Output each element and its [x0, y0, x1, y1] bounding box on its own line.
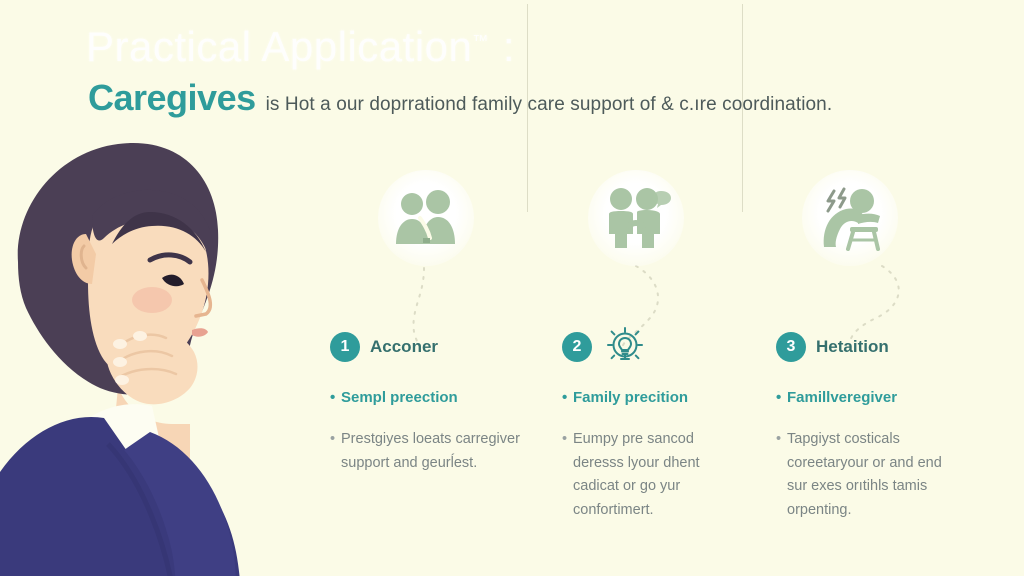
page-title-lead: Caregives: [88, 77, 256, 118]
step-bullets-3: • Famillveregiver • Tapgiyst costicals c…: [776, 386, 956, 522]
eyebrow-title-text: Practical Application: [86, 23, 473, 70]
step-title-3: Hetaition: [816, 337, 889, 356]
page-title: Caregives is Hot a our doprrationd family…: [88, 80, 832, 116]
bullet-item: • Eumpy pre sancod deresss lyour dhent c…: [562, 428, 742, 522]
bullet-text: Sempl preection: [341, 389, 458, 406]
bullet-item: • Sempl preection: [330, 386, 528, 410]
bullet-dot-icon: •: [776, 389, 782, 406]
bullet-item: • Famillveregiver: [776, 386, 956, 410]
eyebrow-title: Practical Application™:: [86, 23, 515, 71]
step-header-3: 3 Hetaition: [776, 330, 956, 364]
bullet-text: Famillveregiver: [787, 389, 898, 406]
woman-profile-illustration: [0, 143, 240, 576]
bullet-item: • Tapgiyst costicals coreetaryour or and…: [776, 428, 956, 522]
bullet-item: • Prestgiyes loeats carregiver support a…: [330, 428, 528, 475]
icon-badge-1: [378, 170, 474, 266]
step-column-2: 2: [544, 327, 758, 560]
icon-badge-3: [802, 170, 898, 266]
step-bullets-2: • Family precition • Eumpy pre sancod de…: [562, 386, 742, 522]
person-resting-stool-icon: [823, 187, 880, 251]
bullet-text: Prestgiyes loeats carregiver support and…: [341, 431, 520, 471]
bullet-dot-icon: •: [562, 431, 568, 448]
step-column-3: 3 Hetaition • Famillveregiver • Tapgiyst…: [758, 330, 972, 560]
bullet-dot-icon: •: [562, 389, 568, 406]
step-column-1: 1 Acconer • Sempl preection • Prestgiyes…: [330, 330, 544, 560]
step-header-2: 2: [562, 327, 742, 364]
two-people-icon: [396, 190, 455, 244]
step-number-badge-2: 2: [562, 332, 592, 362]
bullet-text: Tapgiyst costicals coreetaryour or and e…: [787, 431, 942, 518]
page-title-subtext: is Hot a our doprrationd family care sup…: [265, 94, 833, 115]
bullet-dot-icon: •: [330, 431, 336, 448]
step-header-1: 1 Acconer: [330, 330, 528, 364]
bullet-dot-icon: •: [776, 431, 782, 448]
steps-row: 1 Acconer • Sempl preection • Prestgiyes…: [330, 327, 1010, 560]
lightbulb-idea-icon: [607, 327, 643, 360]
bullet-dot-icon: •: [330, 389, 336, 406]
trademark-symbol: ™: [472, 33, 489, 50]
bullet-text: Eumpy pre sancod deresss lyour dhent cad…: [573, 431, 700, 518]
step-number-badge-3: 3: [776, 332, 806, 362]
step-bullets-1: • Sempl preection • Prestgiyes loeats ca…: [330, 386, 528, 475]
bullet-item: • Family precition: [562, 386, 742, 410]
step-title-1: Acconer: [370, 337, 439, 356]
column-divider-1: [527, 4, 528, 212]
icon-badge-2: [588, 170, 684, 266]
column-divider-2: [742, 4, 743, 212]
bullet-text: Family precition: [573, 389, 689, 406]
handshake-conversation-icon: [609, 188, 671, 248]
step-number-badge-1: 1: [330, 332, 360, 362]
eyebrow-colon: :: [502, 23, 516, 70]
